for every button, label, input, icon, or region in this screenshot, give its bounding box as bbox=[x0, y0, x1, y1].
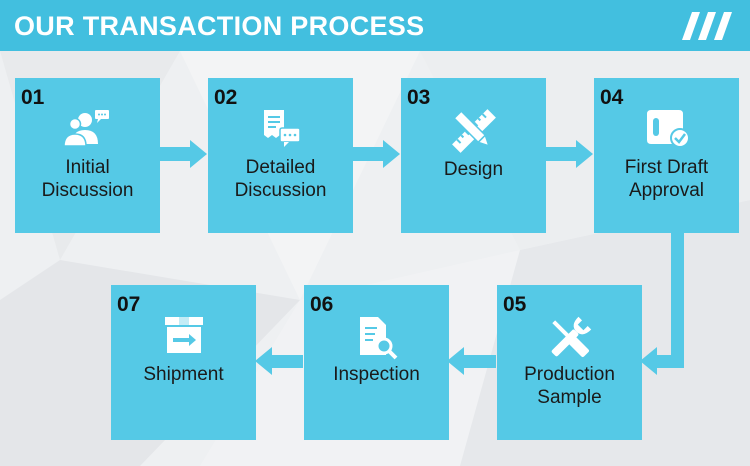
step-number: 05 bbox=[503, 293, 527, 316]
step-number: 02 bbox=[214, 86, 238, 109]
step-label-line2: Discussion bbox=[234, 180, 327, 201]
step-number: 03 bbox=[407, 86, 431, 109]
step-label-line1: Design bbox=[443, 159, 504, 180]
ruler-pencil-icon bbox=[451, 109, 496, 153]
arrow-4-to-5 bbox=[640, 233, 684, 375]
arrow-3-to-4 bbox=[546, 140, 593, 168]
step-label: First Draft Approval bbox=[594, 156, 739, 202]
step-label-line1: Shipment bbox=[143, 364, 224, 385]
step-card-06: 06 Inspection bbox=[304, 285, 449, 440]
step-label-line2: Sample bbox=[537, 387, 602, 408]
step-number: 07 bbox=[117, 293, 141, 316]
step-card-03: 03 Design bbox=[401, 78, 546, 233]
step-label-line1: Inspection bbox=[333, 364, 420, 385]
step-card-07: 07 Shipment bbox=[111, 285, 256, 440]
step-label-line1: First Draft bbox=[624, 157, 709, 178]
step-label-line2: Approval bbox=[629, 180, 704, 201]
step-label: Production Sample bbox=[497, 363, 642, 409]
document-search-icon bbox=[359, 317, 397, 360]
step-label: Design bbox=[401, 158, 546, 181]
document-chat-icon bbox=[263, 110, 301, 147]
step-card-04: 04 First Draft Approval bbox=[594, 78, 739, 233]
step-number: 01 bbox=[21, 86, 45, 109]
folder-check-icon bbox=[646, 110, 690, 148]
slash-mark-icon bbox=[682, 12, 732, 40]
step-label-line2: Discussion bbox=[41, 180, 134, 201]
page-title: OUR TRANSACTION PROCESS bbox=[14, 11, 425, 41]
wrench-screwdriver-icon bbox=[551, 316, 591, 357]
arrow-1-to-2 bbox=[160, 140, 207, 168]
step-label: Inspection bbox=[304, 363, 449, 386]
people-chat-icon bbox=[62, 110, 109, 147]
step-card-01: 01 Initial Discussion bbox=[15, 78, 160, 233]
step-label-line1: Detailed bbox=[245, 157, 316, 178]
step-label: Initial Discussion bbox=[15, 156, 160, 202]
step-card-05: 05 Production Sample bbox=[497, 285, 642, 440]
step-number: 06 bbox=[310, 293, 334, 316]
step-number: 04 bbox=[600, 86, 624, 109]
step-label: Shipment bbox=[111, 363, 256, 386]
arrow-5-to-6 bbox=[447, 347, 496, 375]
shipping-box-icon bbox=[164, 317, 203, 353]
arrow-2-to-3 bbox=[353, 140, 400, 168]
step-card-02: 02 Detailed Discussion bbox=[208, 78, 353, 233]
step-label-line1: Initial bbox=[65, 157, 110, 178]
arrow-6-to-7 bbox=[255, 347, 303, 375]
step-label: Detailed Discussion bbox=[208, 156, 353, 202]
header-bar: OUR TRANSACTION PROCESS bbox=[0, 0, 750, 51]
step-label-line1: Production bbox=[524, 364, 615, 385]
